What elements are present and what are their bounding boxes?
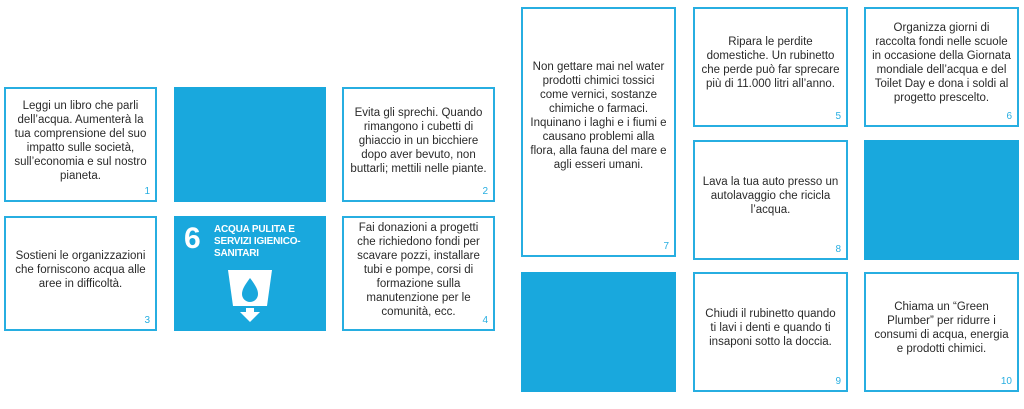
blue-tile: [521, 272, 676, 392]
tip-card-7: Non gettare mai nel water prodotti chimi…: [521, 7, 676, 257]
tip-text: Non gettare mai nel water prodotti chimi…: [530, 61, 667, 171]
tip-text: Evita gli sprechi. Quando rimangono i cu…: [350, 106, 487, 175]
tip-number: 5: [835, 111, 841, 122]
tip-card-5: Ripara le perdite domestiche. Un rubinet…: [693, 7, 848, 127]
blue-tile: [864, 140, 1019, 260]
blue-tile: [174, 87, 326, 202]
tip-number: 10: [1000, 376, 1012, 387]
tip-card-6: Organizza giorni di raccolta fondi nelle…: [864, 7, 1019, 127]
sdg-title: ACQUA PULITA E SERVIZI IGIENICO-SANITARI: [214, 224, 301, 259]
sdg-number: 6: [184, 222, 201, 255]
sdg-goal-tile: 6 ACQUA PULITA E SERVIZI IGIENICO-SANITA…: [174, 216, 326, 331]
tip-card-4: Fai donazioni a progetti che richiedono …: [342, 216, 495, 331]
tip-card-8: Lava la tua auto presso un autolavaggio …: [693, 140, 848, 260]
tip-text: Organizza giorni di raccolta fondi nelle…: [872, 22, 1011, 104]
tip-text: Fai donazioni a progetti che richiedono …: [357, 221, 480, 318]
tip-card-9: Chiudi il rubinetto quando ti lavi i den…: [693, 272, 848, 392]
tip-text: Sostieni le organizzazioni che forniscon…: [15, 249, 146, 290]
tip-text: Leggi un libro che parli dell’acqua. Aum…: [14, 99, 147, 182]
water-drop-glass-icon: [228, 270, 272, 322]
tip-number: 2: [482, 186, 488, 197]
tip-number: 3: [144, 315, 150, 326]
tip-number: 9: [835, 376, 841, 387]
tip-number: 4: [482, 315, 488, 326]
tip-text: Lava la tua auto presso un autolavaggio …: [702, 176, 839, 216]
tip-number: 6: [1006, 111, 1012, 122]
tip-card-1: Leggi un libro che parli dell’acqua. Aum…: [4, 87, 157, 202]
tip-text: Chiudi il rubinetto quando ti lavi i den…: [705, 308, 836, 348]
tip-text: Ripara le perdite domestiche. Un rubinet…: [701, 36, 840, 90]
tip-number: 1: [144, 186, 150, 197]
tip-number: 8: [835, 244, 841, 255]
tip-number: 7: [663, 241, 669, 252]
tip-text: Chiama un “Green Plumber” per ridurre i …: [874, 301, 1009, 355]
tip-card-10: Chiama un “Green Plumber” per ridurre i …: [864, 272, 1019, 392]
tip-card-2: Evita gli sprechi. Quando rimangono i cu…: [342, 87, 495, 202]
tip-card-3: Sostieni le organizzazioni che forniscon…: [4, 216, 157, 331]
